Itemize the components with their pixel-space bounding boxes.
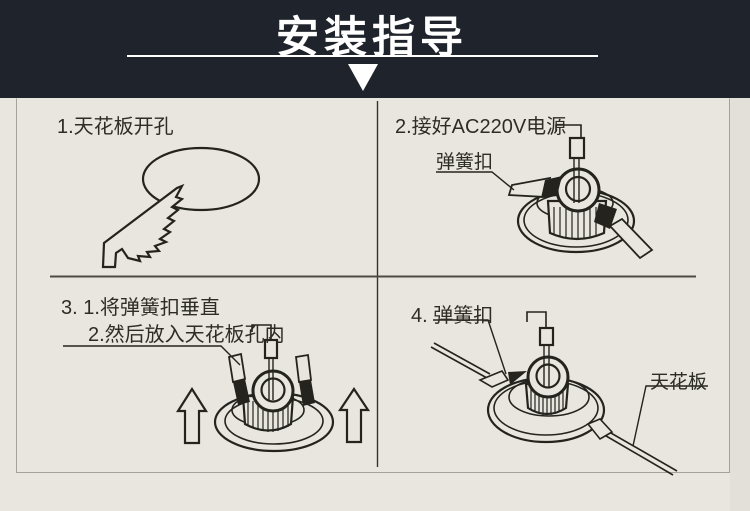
clip-label-leader — [436, 171, 515, 191]
spring-clip-right-wing — [608, 217, 654, 260]
power-wire-hook — [251, 324, 272, 340]
ceiling-label: 天花板 — [650, 372, 708, 393]
saw-icon — [101, 183, 185, 269]
heatsink-ribs — [553, 207, 597, 238]
step4-label: 4. 弹簧扣 — [411, 305, 494, 327]
spring-clip-left-base — [508, 371, 527, 385]
wire-connector — [538, 326, 555, 347]
step1-label: 1.天花板开孔 — [57, 116, 174, 138]
step3-label-line1: 3. 1.将弹簧扣垂直 — [61, 297, 220, 319]
wire-connector — [263, 338, 279, 360]
heatsink-ribs — [247, 401, 289, 432]
spring-clip-left-wing — [227, 352, 247, 384]
right-gutter — [730, 98, 750, 511]
spring-clip-left-base — [541, 176, 562, 198]
arrow-up-left-icon — [175, 386, 209, 445]
downlight-step4-illustration — [430, 311, 708, 476]
ceiling-hole-illustration — [101, 146, 261, 269]
heatsink-ribs — [530, 388, 564, 415]
power-wire-hook — [555, 124, 582, 138]
power-wires — [268, 358, 274, 400]
ceiling-label-leader — [632, 385, 708, 447]
arrow-up-right-icon — [337, 387, 371, 444]
spring-clip-left-base — [233, 379, 250, 405]
spring-clip-right-base — [299, 380, 315, 406]
top-ring-inner — [535, 363, 561, 389]
down-triangle-icon — [348, 64, 378, 91]
hole-ellipse — [141, 146, 261, 212]
content-frame — [16, 98, 730, 473]
step2-label: 2.接好AC220V电源 — [395, 116, 567, 138]
power-wires — [543, 345, 550, 387]
spring-clip-right-base — [594, 203, 617, 229]
title-underline — [127, 55, 598, 57]
heatsink-body — [546, 199, 608, 241]
spring-clip-label: 弹簧扣 — [436, 152, 494, 173]
page-title: 安装指导 — [276, 14, 468, 62]
top-ring-inner — [564, 175, 592, 203]
spring-clip-right-wing — [295, 353, 312, 384]
step3-label-line2: 2.然后放入天花板孔内 — [88, 324, 285, 346]
power-wire-hook — [526, 311, 547, 328]
power-wires — [573, 158, 580, 203]
spring-clip-right-wing — [586, 418, 614, 441]
wire-connector — [568, 136, 586, 160]
step4-leader — [433, 319, 507, 375]
step3-leader — [63, 345, 241, 366]
ceiling-line-left — [430, 342, 491, 379]
downlight-step2-illustration — [436, 124, 654, 260]
header-band: 安装指导 — [0, 0, 750, 98]
spring-clip-left-wing — [478, 370, 510, 388]
downlight-step3-illustration — [63, 324, 371, 453]
ceiling-line-right — [600, 428, 678, 476]
